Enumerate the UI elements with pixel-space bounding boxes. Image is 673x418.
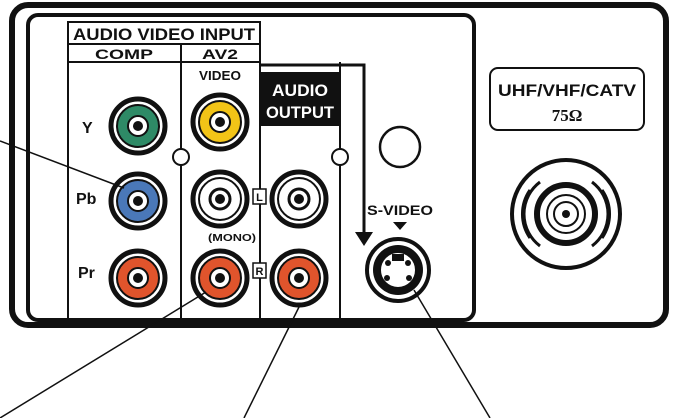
video-jack xyxy=(190,92,250,152)
pr-label: Pr xyxy=(78,265,95,282)
s-video-label: S-VIDEO xyxy=(367,202,433,218)
audio-video-input-label: AUDIO VIDEO INPUT xyxy=(73,25,256,44)
av2-audio-left-jack xyxy=(190,169,250,229)
pb-label: Pb xyxy=(76,191,97,208)
audio-output-label-line1: AUDIO xyxy=(272,81,328,100)
blank-port-circle xyxy=(378,125,422,169)
y-label: Y xyxy=(82,120,93,137)
impedance-label: 75Ω xyxy=(552,106,583,125)
input-header-box xyxy=(67,21,261,45)
audio-output-box xyxy=(260,72,340,126)
s-video-arrow-icon xyxy=(393,222,407,230)
indicator-dot-left xyxy=(172,148,190,166)
pb-jack xyxy=(108,171,168,231)
l-badge: L xyxy=(256,192,263,204)
coaxial-antenna-jack xyxy=(510,158,622,270)
callout-line-s-video xyxy=(413,289,491,418)
av2-audio-right-jack xyxy=(190,248,250,308)
uhf-vhf-catv-label: UHF/VHF/CATV xyxy=(498,81,637,100)
callout-line-component xyxy=(0,140,125,189)
av2-label: AV2 xyxy=(202,46,238,62)
signal-arrow-head xyxy=(355,232,373,246)
comp-label: COMP xyxy=(95,46,153,62)
audio-output-left-jack xyxy=(269,169,329,229)
mono-label: (MONO) xyxy=(208,233,256,244)
uhf-label-box xyxy=(489,67,645,131)
audio-output-label-line2: OUTPUT xyxy=(266,103,335,122)
video-label: VIDEO xyxy=(199,68,241,83)
y-jack xyxy=(108,96,168,156)
indicator-dot-right xyxy=(331,148,349,166)
pr-jack xyxy=(108,248,168,308)
callout-line-audio-output xyxy=(243,304,301,418)
s-video-jack xyxy=(365,237,431,303)
callout-line-av2-audio xyxy=(0,291,207,418)
signal-arrow-line xyxy=(260,63,366,232)
audio-output-right-jack xyxy=(269,248,329,308)
r-badge: R xyxy=(256,266,264,278)
